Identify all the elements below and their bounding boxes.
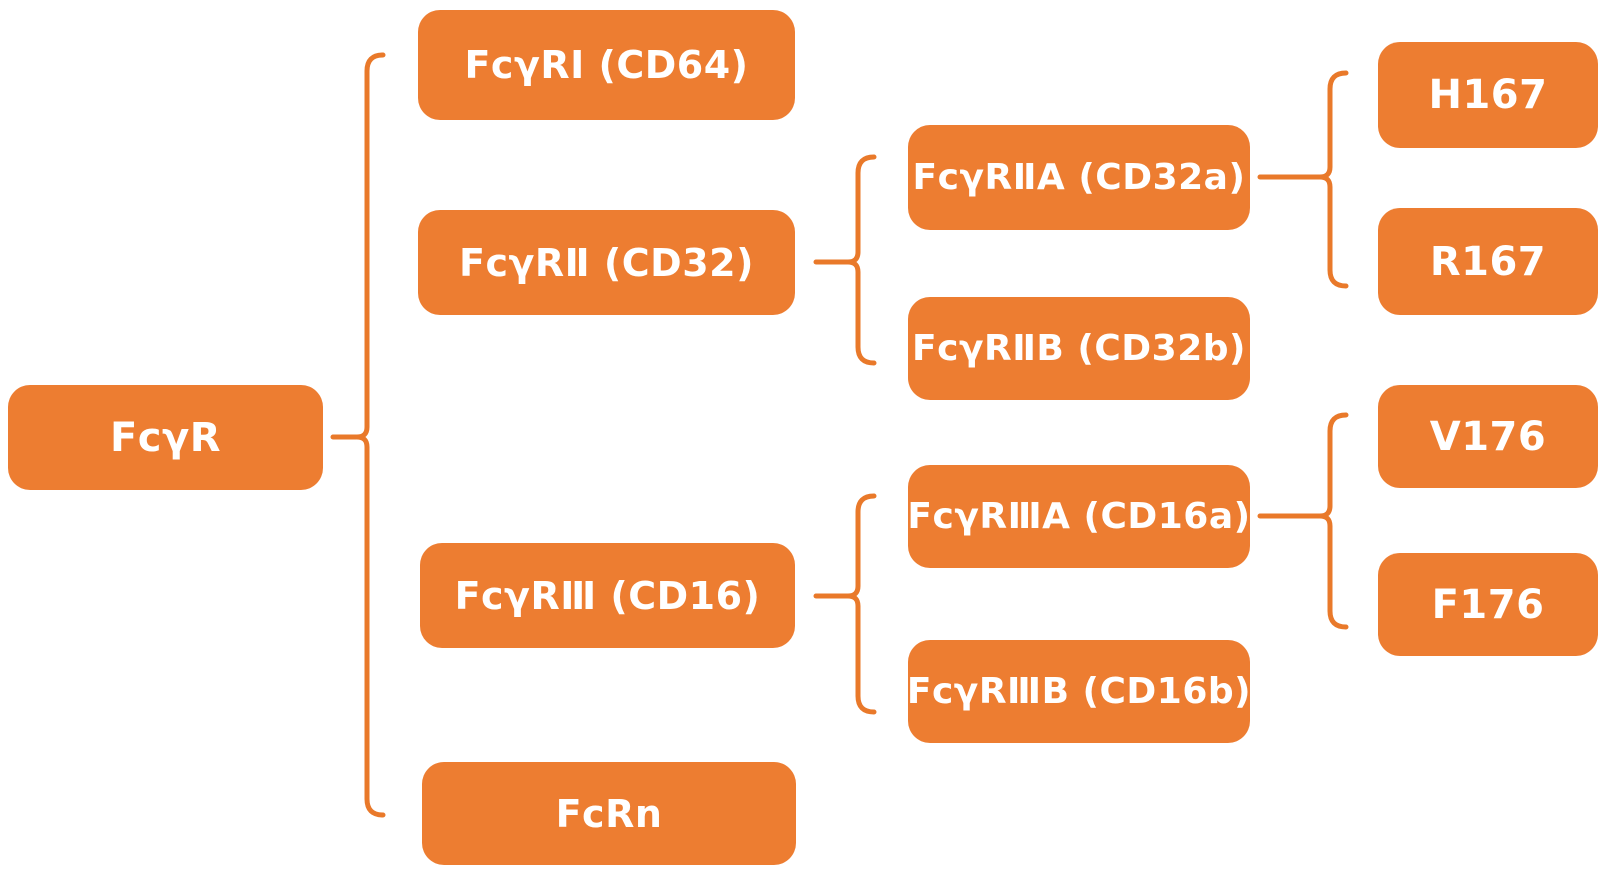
node-fcgr3a-cd16a: FcγRⅢA (CD16a) (907, 465, 1250, 568)
node-fcgr: FcγR (8, 385, 323, 490)
node-f176: F176 (1378, 553, 1598, 656)
brace-fcgr3 (845, 493, 877, 715)
brace-fcgr3a (1317, 412, 1349, 630)
node-fcrn: FcRn (422, 762, 796, 865)
brace-fcgr2 (845, 154, 877, 366)
node-fcgr2b-cd32b: FcγRⅡB (CD32b) (908, 297, 1250, 400)
node-r167: R167 (1378, 208, 1598, 315)
brace-root (354, 52, 386, 818)
node-v176: V176 (1378, 385, 1598, 488)
brace-fcgr2a (1317, 70, 1349, 289)
node-fcgr3-cd16: FcγRⅢ (CD16) (420, 543, 795, 648)
node-fcgr2-cd32: FcγRⅡ (CD32) (418, 210, 795, 315)
node-fcgr2a-cd32a: FcγRⅡA (CD32a) (908, 125, 1250, 230)
node-fcgr3b-cd16b: FcγRⅢB (CD16b) (907, 640, 1251, 743)
node-h167: H167 (1378, 42, 1598, 148)
node-fcgr1-cd64: FcγRⅠ (CD64) (418, 10, 795, 120)
